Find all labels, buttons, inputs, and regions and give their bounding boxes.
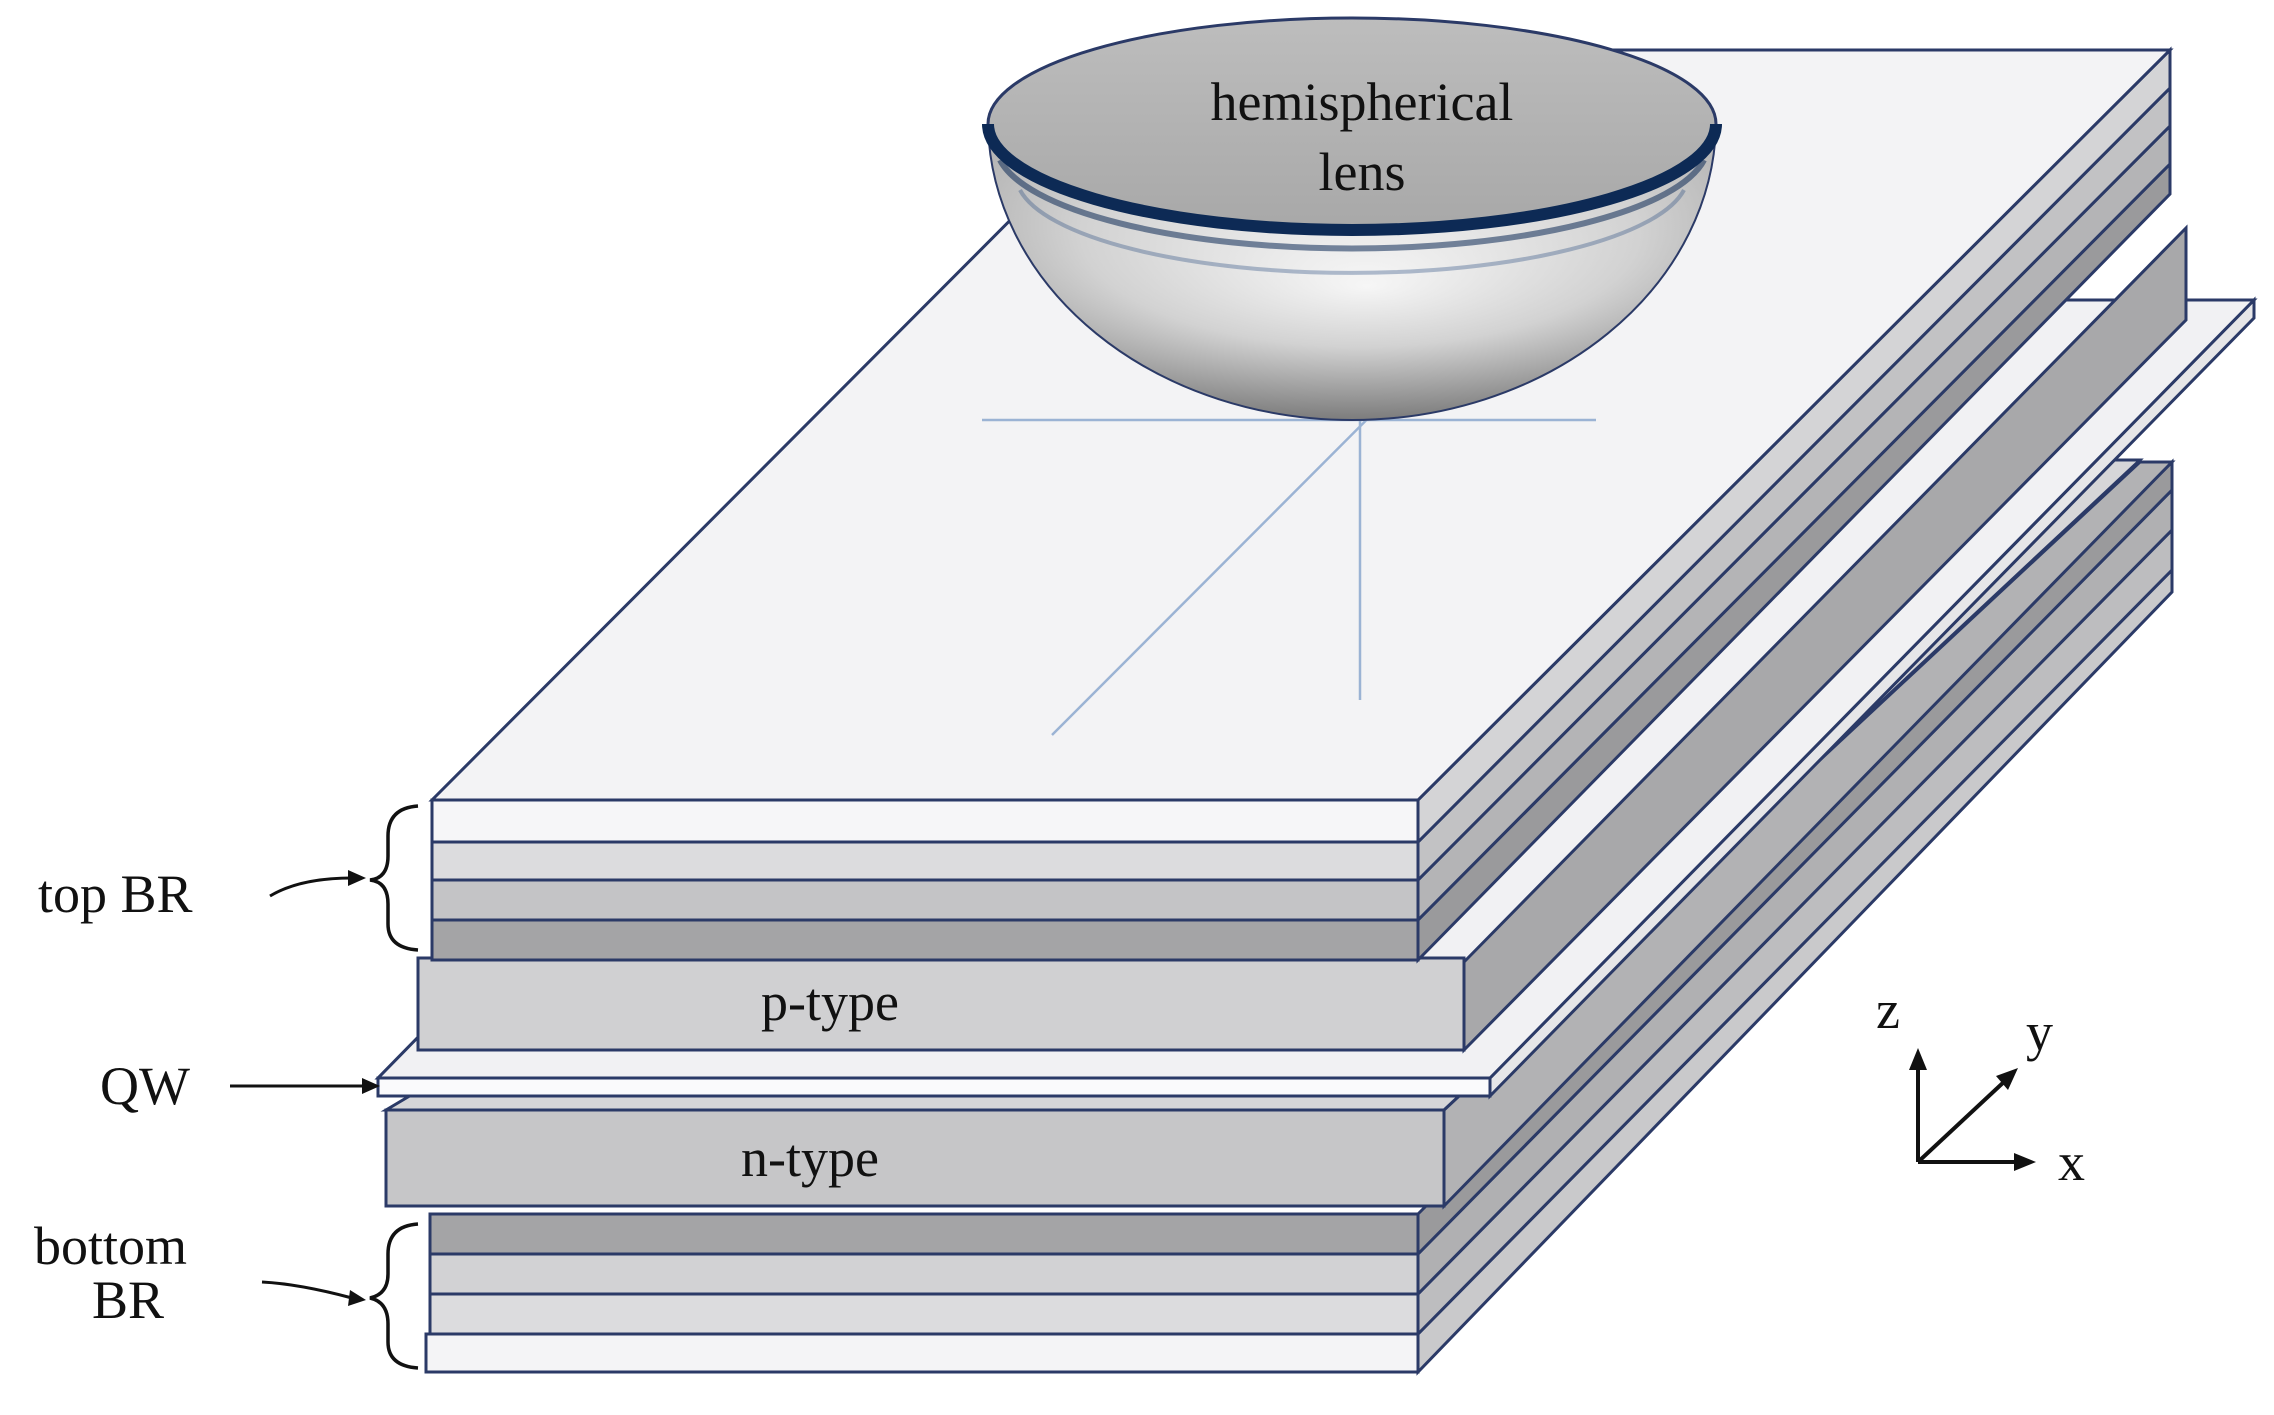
bottom-br-arrowhead	[348, 1290, 366, 1306]
hemispherical-lens: hemispherical lens	[982, 16, 1722, 422]
coordinate-axes	[1909, 1048, 2036, 1171]
bottom-br-brace	[369, 1222, 419, 1370]
top-surface	[428, 48, 2174, 802]
n-type-label: n-type	[741, 1128, 879, 1188]
y-axis-label: y	[2026, 1002, 2053, 1062]
qw-arrowhead	[362, 1078, 380, 1094]
bottom-br-label-line1: bottom	[34, 1216, 187, 1276]
y-axis-arrowhead	[1996, 1068, 2018, 1090]
x-axis-label: x	[2058, 1132, 2085, 1192]
top-br-arrowhead	[348, 870, 366, 886]
top-br-layer-3	[430, 122, 2172, 924]
qw-label: QW	[100, 1056, 190, 1116]
top-br-stack	[428, 46, 2174, 964]
bottom-br-label-line2: BR	[92, 1270, 164, 1330]
z-axis-label: z	[1876, 980, 1900, 1040]
lens-label-line2: lens	[1319, 142, 1406, 202]
y-axis-line	[1916, 1078, 2008, 1164]
bottom-br-stack	[424, 458, 2174, 1376]
bottom-br-layer-4	[424, 566, 2174, 1376]
qw-annotation: QW	[100, 1056, 380, 1116]
lens-label-line1: hemispherical	[1211, 72, 1514, 132]
top-br-layer-2	[430, 84, 2172, 884]
x-axis-arrowhead	[2014, 1153, 2036, 1171]
top-br-layer-4	[430, 160, 2172, 964]
p-type-layer	[416, 224, 2188, 1054]
top-br-label: top BR	[38, 864, 193, 924]
p-type-label: p-type	[761, 972, 899, 1032]
top-br-arrow	[269, 876, 353, 898]
top-br-brace	[369, 804, 419, 952]
bottom-br-annotation: bottom BR	[34, 1216, 419, 1370]
z-axis-arrowhead	[1909, 1048, 1927, 1070]
bottom-br-layer-1	[428, 458, 2174, 1258]
top-br-layer-1	[430, 46, 2172, 846]
bottom-br-arrow	[261, 1280, 353, 1300]
top-br-annotation: top BR	[38, 804, 419, 952]
bottom-br-layer-3	[428, 526, 2174, 1338]
